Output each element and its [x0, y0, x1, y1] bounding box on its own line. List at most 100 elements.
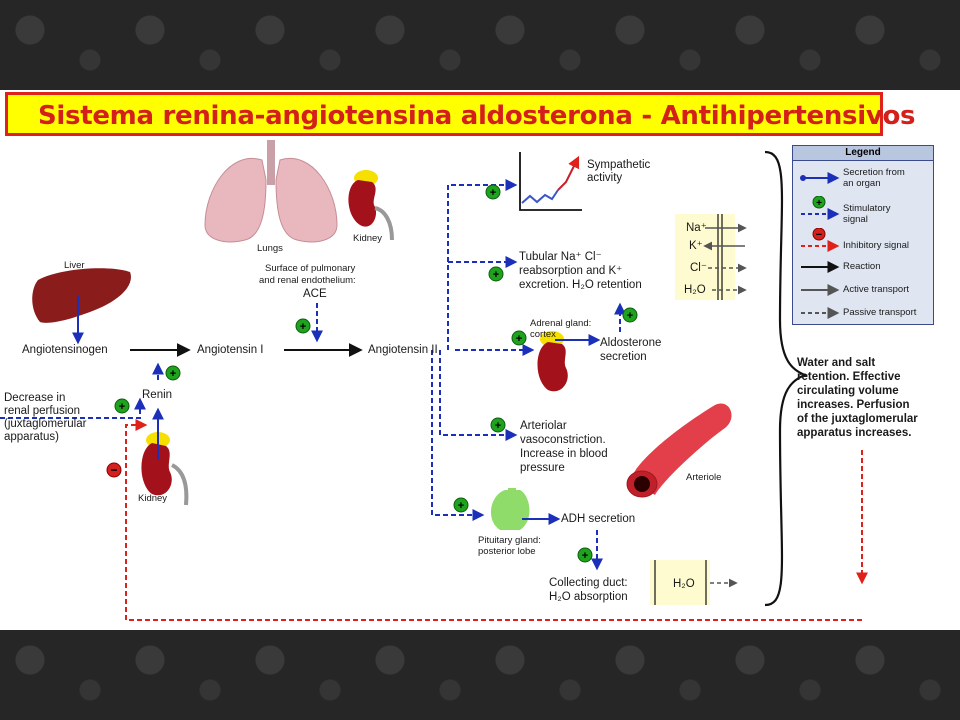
inhib-feedback [125, 419, 862, 621]
minus-signs: − [106, 462, 122, 478]
water-label-5: of the juxtaglomerular [797, 413, 918, 425]
tubular-label-2: reabsorption and K⁺ [519, 265, 623, 277]
sympathetic-label-2: activity [587, 172, 623, 184]
collecting-duct-box [650, 560, 738, 605]
legend-active-line-1: Active transport [843, 284, 909, 295]
sympathetic-chart [519, 152, 582, 211]
svg-text:+: + [516, 333, 522, 345]
ion-h2o-duct: H₂O [673, 578, 695, 590]
pituitary-illustration [490, 488, 530, 530]
svg-text:+: + [458, 500, 464, 512]
passive-transport-icon [801, 307, 840, 319]
pituitary-label-1: Pituitary gland: [478, 535, 541, 546]
tubular-label-3: excretion. H₂O retention [519, 279, 642, 291]
adrenal-kidney-illustration [537, 331, 568, 392]
svg-text:+: + [119, 401, 125, 413]
ion-cl: Cl⁻ [690, 262, 707, 274]
kidney-top-label: Kidney [353, 233, 383, 244]
kidney-bottom-illustration [141, 432, 189, 506]
angiotensinogen-label: Angiotensinogen [22, 344, 108, 356]
legend-stimulatory-line-1: Stimulatory [843, 203, 891, 214]
title-bar: Sistema renina-angiotensina aldosterona … [5, 92, 916, 136]
ion-na: Na⁺ [686, 222, 707, 234]
legend-item-stimulatory: + Stimulatory signal [793, 196, 933, 225]
renin-label: Renin [142, 389, 173, 401]
legend-title: Legend [793, 146, 933, 161]
pituitary-label-2: posterior lobe [478, 546, 536, 557]
legend-item-inhibitory: − Inhibitory signal [793, 228, 933, 256]
legend-secretion-line-2: an organ [843, 178, 881, 189]
stim-arteriolar [439, 350, 518, 441]
surface-label-1: Surface of pulmonary [265, 263, 356, 274]
svg-text:+: + [495, 420, 501, 432]
arteriolar-label-4: pressure [520, 462, 565, 474]
aldosterone-label-2: secretion [600, 351, 647, 363]
stim-tubular [447, 256, 518, 350]
lungs-label: Lungs [257, 243, 283, 254]
water-label-4: increases. Perfusion [797, 399, 910, 411]
water-label-1: Water and salt [797, 357, 876, 369]
svg-text:+: + [170, 368, 176, 380]
adrenal-label: Adrenal gland: cortex [530, 318, 592, 340]
ace-label: ACE [303, 288, 327, 300]
arteriolar-label-2: vasoconstriction. [520, 434, 606, 446]
legend-item-secretion: Secretion from an organ [793, 164, 933, 192]
sympathetic-label-1: Sympathetic [587, 159, 651, 171]
decrease-label-3: (juxtaglomerular [4, 418, 87, 430]
arteriole-illustration [626, 403, 732, 498]
legend-item-passive: Passive transport [793, 302, 933, 330]
reaction-arrow-icon [801, 261, 840, 273]
angiotensin-1-label: Angiotensin I [197, 344, 264, 356]
svg-text:+: + [627, 310, 633, 322]
decrease-label-4: apparatus) [4, 431, 59, 443]
arteriolar-label-1: Arteriolar [520, 420, 567, 432]
secretion-arrow-icon [800, 172, 840, 184]
legend-reaction-line-1: Reaction [843, 261, 881, 272]
liver-illustration [32, 268, 131, 323]
liver-label: Liver [64, 260, 85, 271]
water-label-6: apparatus increases. [797, 427, 912, 439]
kidney-bottom-label: Kidney [138, 493, 168, 504]
surface-label-2: and renal endothelium: [259, 275, 356, 286]
plus-signs: + + + + + + + + + + [114, 184, 638, 563]
legend-inhibitory-line-1: Inhibitory signal [843, 240, 910, 251]
legend-item-reaction: Reaction [793, 256, 933, 284]
svg-text:−: − [110, 463, 117, 477]
svg-text:+: + [300, 321, 306, 333]
legend-secretion-line-1: Secretion from [843, 167, 905, 178]
arteriolar-label-3: Increase in blood [520, 448, 608, 460]
svg-text:−: − [816, 229, 822, 241]
svg-text:+: + [493, 269, 499, 281]
ion-transport-box [675, 214, 747, 300]
stim-pituitary [431, 350, 485, 521]
ion-h2o: H₂O [684, 284, 706, 296]
ion-k: K⁺ [689, 240, 703, 252]
legend-stimulatory-line-2: signal [843, 214, 868, 225]
svg-text:+: + [582, 550, 588, 562]
outcome-bracket [764, 150, 809, 607]
inhibitory-arrow-icon: − [801, 228, 840, 252]
tubular-label-1: Tubular Na⁺ Cl⁻ [519, 251, 602, 263]
aldosterone-label-1: Aldosterone [600, 337, 662, 349]
raas-diagram: + + + + + + + + + + − [0, 140, 868, 621]
legend: Legend Secretion from an organ + Stimula… [792, 145, 934, 325]
svg-text:+: + [816, 198, 822, 209]
kidney-top-illustration [348, 170, 394, 241]
decrease-label-1: Decrease in [4, 392, 66, 404]
stimulatory-arrow-icon: + [801, 196, 840, 220]
arteriole-label: Arteriole [686, 472, 722, 483]
lungs-illustration [204, 140, 338, 243]
svg-text:+: + [490, 187, 496, 199]
legend-item-active: Active transport [793, 279, 933, 307]
angiotensin-2-label: Angiotensin II [368, 344, 438, 356]
collecting-label-1: Collecting duct: [549, 577, 628, 589]
slide-title: Sistema renina-angiotensina aldosterona … [38, 101, 916, 131]
decrease-label-2: renal perfusion [4, 405, 81, 417]
collecting-label-2: H₂O absorption [549, 591, 628, 603]
legend-passive-line-1: Passive transport [843, 307, 917, 318]
active-transport-icon [801, 284, 840, 296]
adh-label: ADH secretion [561, 513, 636, 525]
stim-sympathetic [447, 179, 518, 350]
water-label-2: retention. Effective [797, 371, 901, 383]
stim-perfusion [0, 397, 146, 419]
